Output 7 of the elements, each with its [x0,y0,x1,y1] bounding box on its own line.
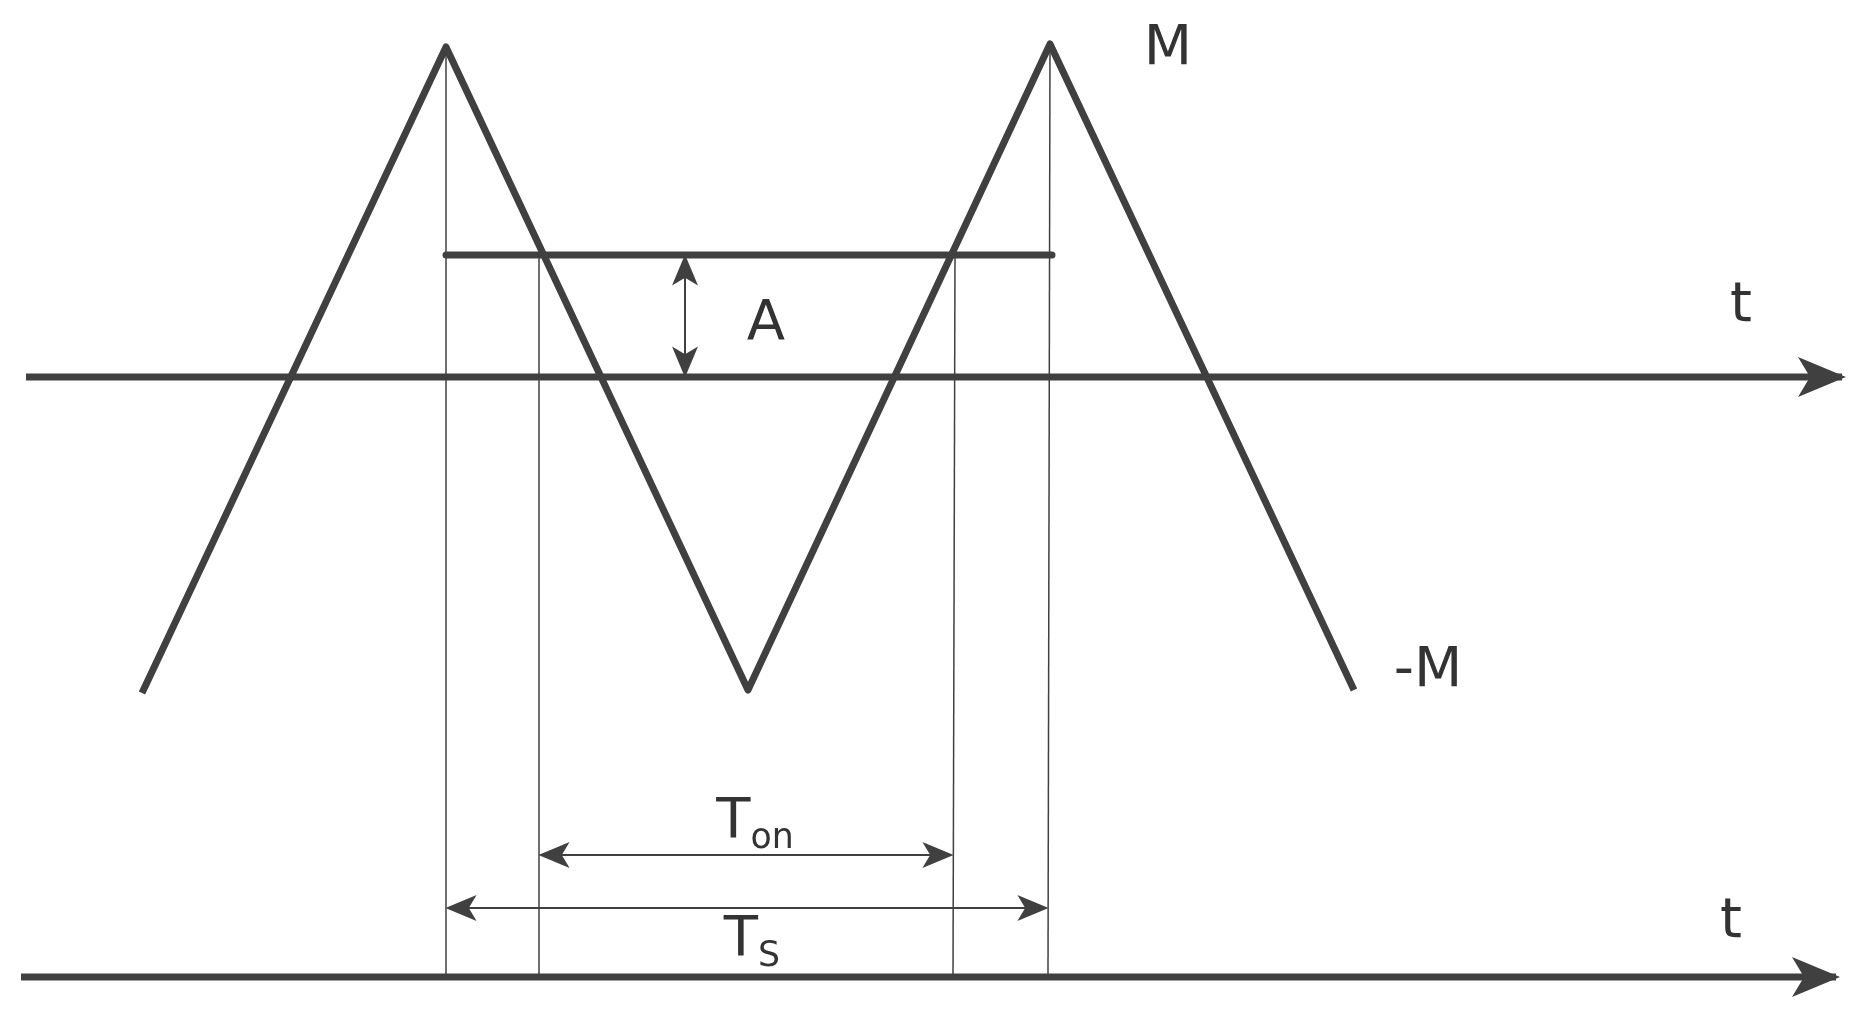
amplitude-label: A [746,292,786,348]
peak-label: M [1143,17,1193,73]
axis-label: t [1730,274,1752,330]
trough-label: -M [1393,639,1463,695]
axis-label: t [1720,890,1742,946]
dimension-label: T$_{on}$ [716,790,794,854]
dimension-label: T$_{S}$ [723,908,781,972]
